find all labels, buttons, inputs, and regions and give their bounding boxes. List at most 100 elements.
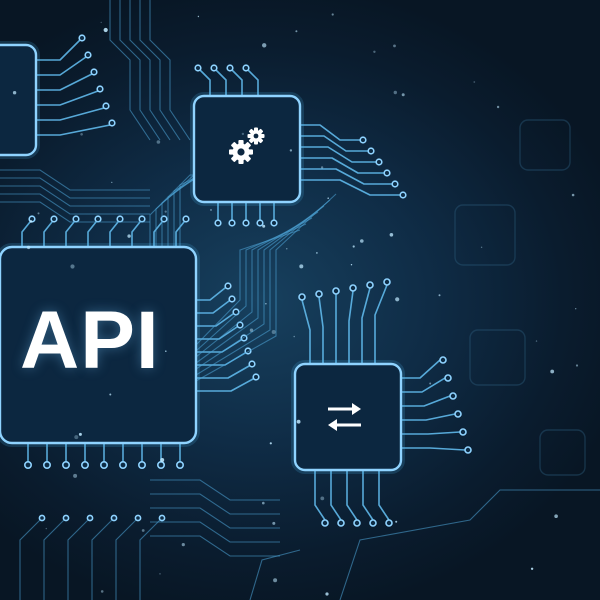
circuit-trace: [400, 377, 446, 393]
circuit-trace: [21, 221, 31, 248]
circuit-pad: [61, 460, 70, 469]
sparkle: [286, 248, 288, 250]
circuit-trace: [119, 0, 161, 141]
sparkle: [352, 245, 355, 248]
circuit-trace: [299, 135, 369, 152]
sparkle: [111, 181, 113, 183]
circuit-trace: [374, 284, 388, 365]
circuit-pad: [270, 219, 278, 227]
swap-arrows-icon: [328, 403, 361, 431]
circuit-pad: [444, 374, 452, 382]
faint-chip-outline: [454, 204, 516, 266]
circuit-pad: [449, 392, 457, 400]
circuit-pad: [349, 284, 357, 292]
circuit-trace: [299, 157, 385, 174]
circuit-trace: [131, 221, 141, 248]
sparkle: [45, 527, 47, 530]
circuit-trace: [139, 0, 181, 141]
circuit-pad: [337, 519, 345, 527]
circuit-pad: [252, 373, 260, 381]
circuit-pad: [383, 169, 391, 177]
circuit-pad: [138, 460, 147, 469]
circuit-pad: [157, 460, 166, 469]
circuit-trace: [35, 56, 87, 76]
circuit-trace: [195, 378, 254, 392]
circuit-trace: [149, 174, 194, 247]
circuit-pad: [62, 514, 70, 522]
circuit-pad: [214, 219, 222, 227]
sparkle: [273, 578, 278, 583]
circuit-pad: [366, 281, 374, 289]
sparkle: [530, 567, 534, 570]
circuit-trace: [19, 519, 41, 600]
sparkle: [480, 246, 483, 248]
circuit-pad: [321, 519, 329, 527]
circuit-trace: [400, 359, 441, 379]
circuit-trace: [175, 221, 185, 248]
circuit-trace: [195, 352, 246, 366]
circuit-pad: [81, 460, 90, 469]
circuit-trace: [35, 124, 111, 136]
circuit-pad: [116, 215, 124, 223]
circuit-trace: [67, 519, 89, 600]
circuit-pad: [50, 215, 58, 223]
circuit-pad: [242, 219, 250, 227]
light-sparkles: [12, 13, 579, 596]
sparkle: [389, 233, 394, 237]
circuit-trace: [400, 395, 451, 407]
circuit-trace: [195, 229, 301, 346]
sparkle: [320, 496, 325, 501]
sparkle: [29, 220, 33, 223]
circuit-pad: [100, 460, 109, 469]
circuit-trace: [153, 221, 163, 248]
circuit-trace: [139, 519, 161, 600]
circuit-trace: [129, 0, 171, 141]
sparkle: [165, 350, 167, 353]
circuit-pad: [367, 147, 375, 155]
faint-chip-outlines: [454, 119, 586, 476]
circuit-pad: [86, 514, 94, 522]
sparkle: [429, 382, 432, 385]
sparkle: [197, 15, 200, 18]
sparkle: [554, 514, 558, 518]
circuit-trace: [195, 300, 230, 314]
circuit-pad: [138, 215, 146, 223]
sparkle: [26, 245, 31, 250]
sparkle: [438, 294, 441, 297]
circuit-trace: [65, 221, 75, 248]
sparkle: [401, 93, 405, 97]
circuit-pad: [369, 519, 377, 527]
sparkle: [320, 166, 324, 169]
sparkle: [262, 43, 267, 48]
circuit-pad: [94, 215, 102, 223]
sparkle: [74, 435, 79, 440]
circuit-trace: [301, 299, 311, 365]
sparkle: [395, 297, 400, 302]
faint-chip-outline: [469, 329, 526, 386]
circuit-pad: [256, 219, 264, 227]
circuit-trace: [299, 179, 401, 196]
circuit-pad: [78, 34, 86, 42]
sparkle: [327, 197, 330, 199]
circuit-trace: [249, 549, 301, 600]
circuit-trace: [149, 0, 191, 141]
sparkle: [164, 210, 167, 213]
circuit-trace: [150, 479, 280, 501]
circuit-trace: [318, 296, 324, 365]
circuit-trace: [195, 313, 234, 327]
circuit-pad: [110, 514, 118, 522]
circuit-pad: [182, 215, 190, 223]
circuit-trace: [91, 519, 113, 600]
circuit-trace: [43, 519, 65, 600]
sparkle: [262, 501, 265, 505]
sparkle: [295, 30, 298, 33]
circuit-trace: [150, 493, 280, 515]
sparkle: [119, 315, 122, 318]
sparkle: [262, 224, 266, 228]
circuit-pad: [464, 446, 472, 454]
sparkle: [103, 27, 108, 33]
circuit-trace: [87, 221, 97, 248]
circuit-pad: [84, 51, 92, 59]
gears-icon: [229, 127, 265, 164]
sparkle: [350, 264, 353, 266]
